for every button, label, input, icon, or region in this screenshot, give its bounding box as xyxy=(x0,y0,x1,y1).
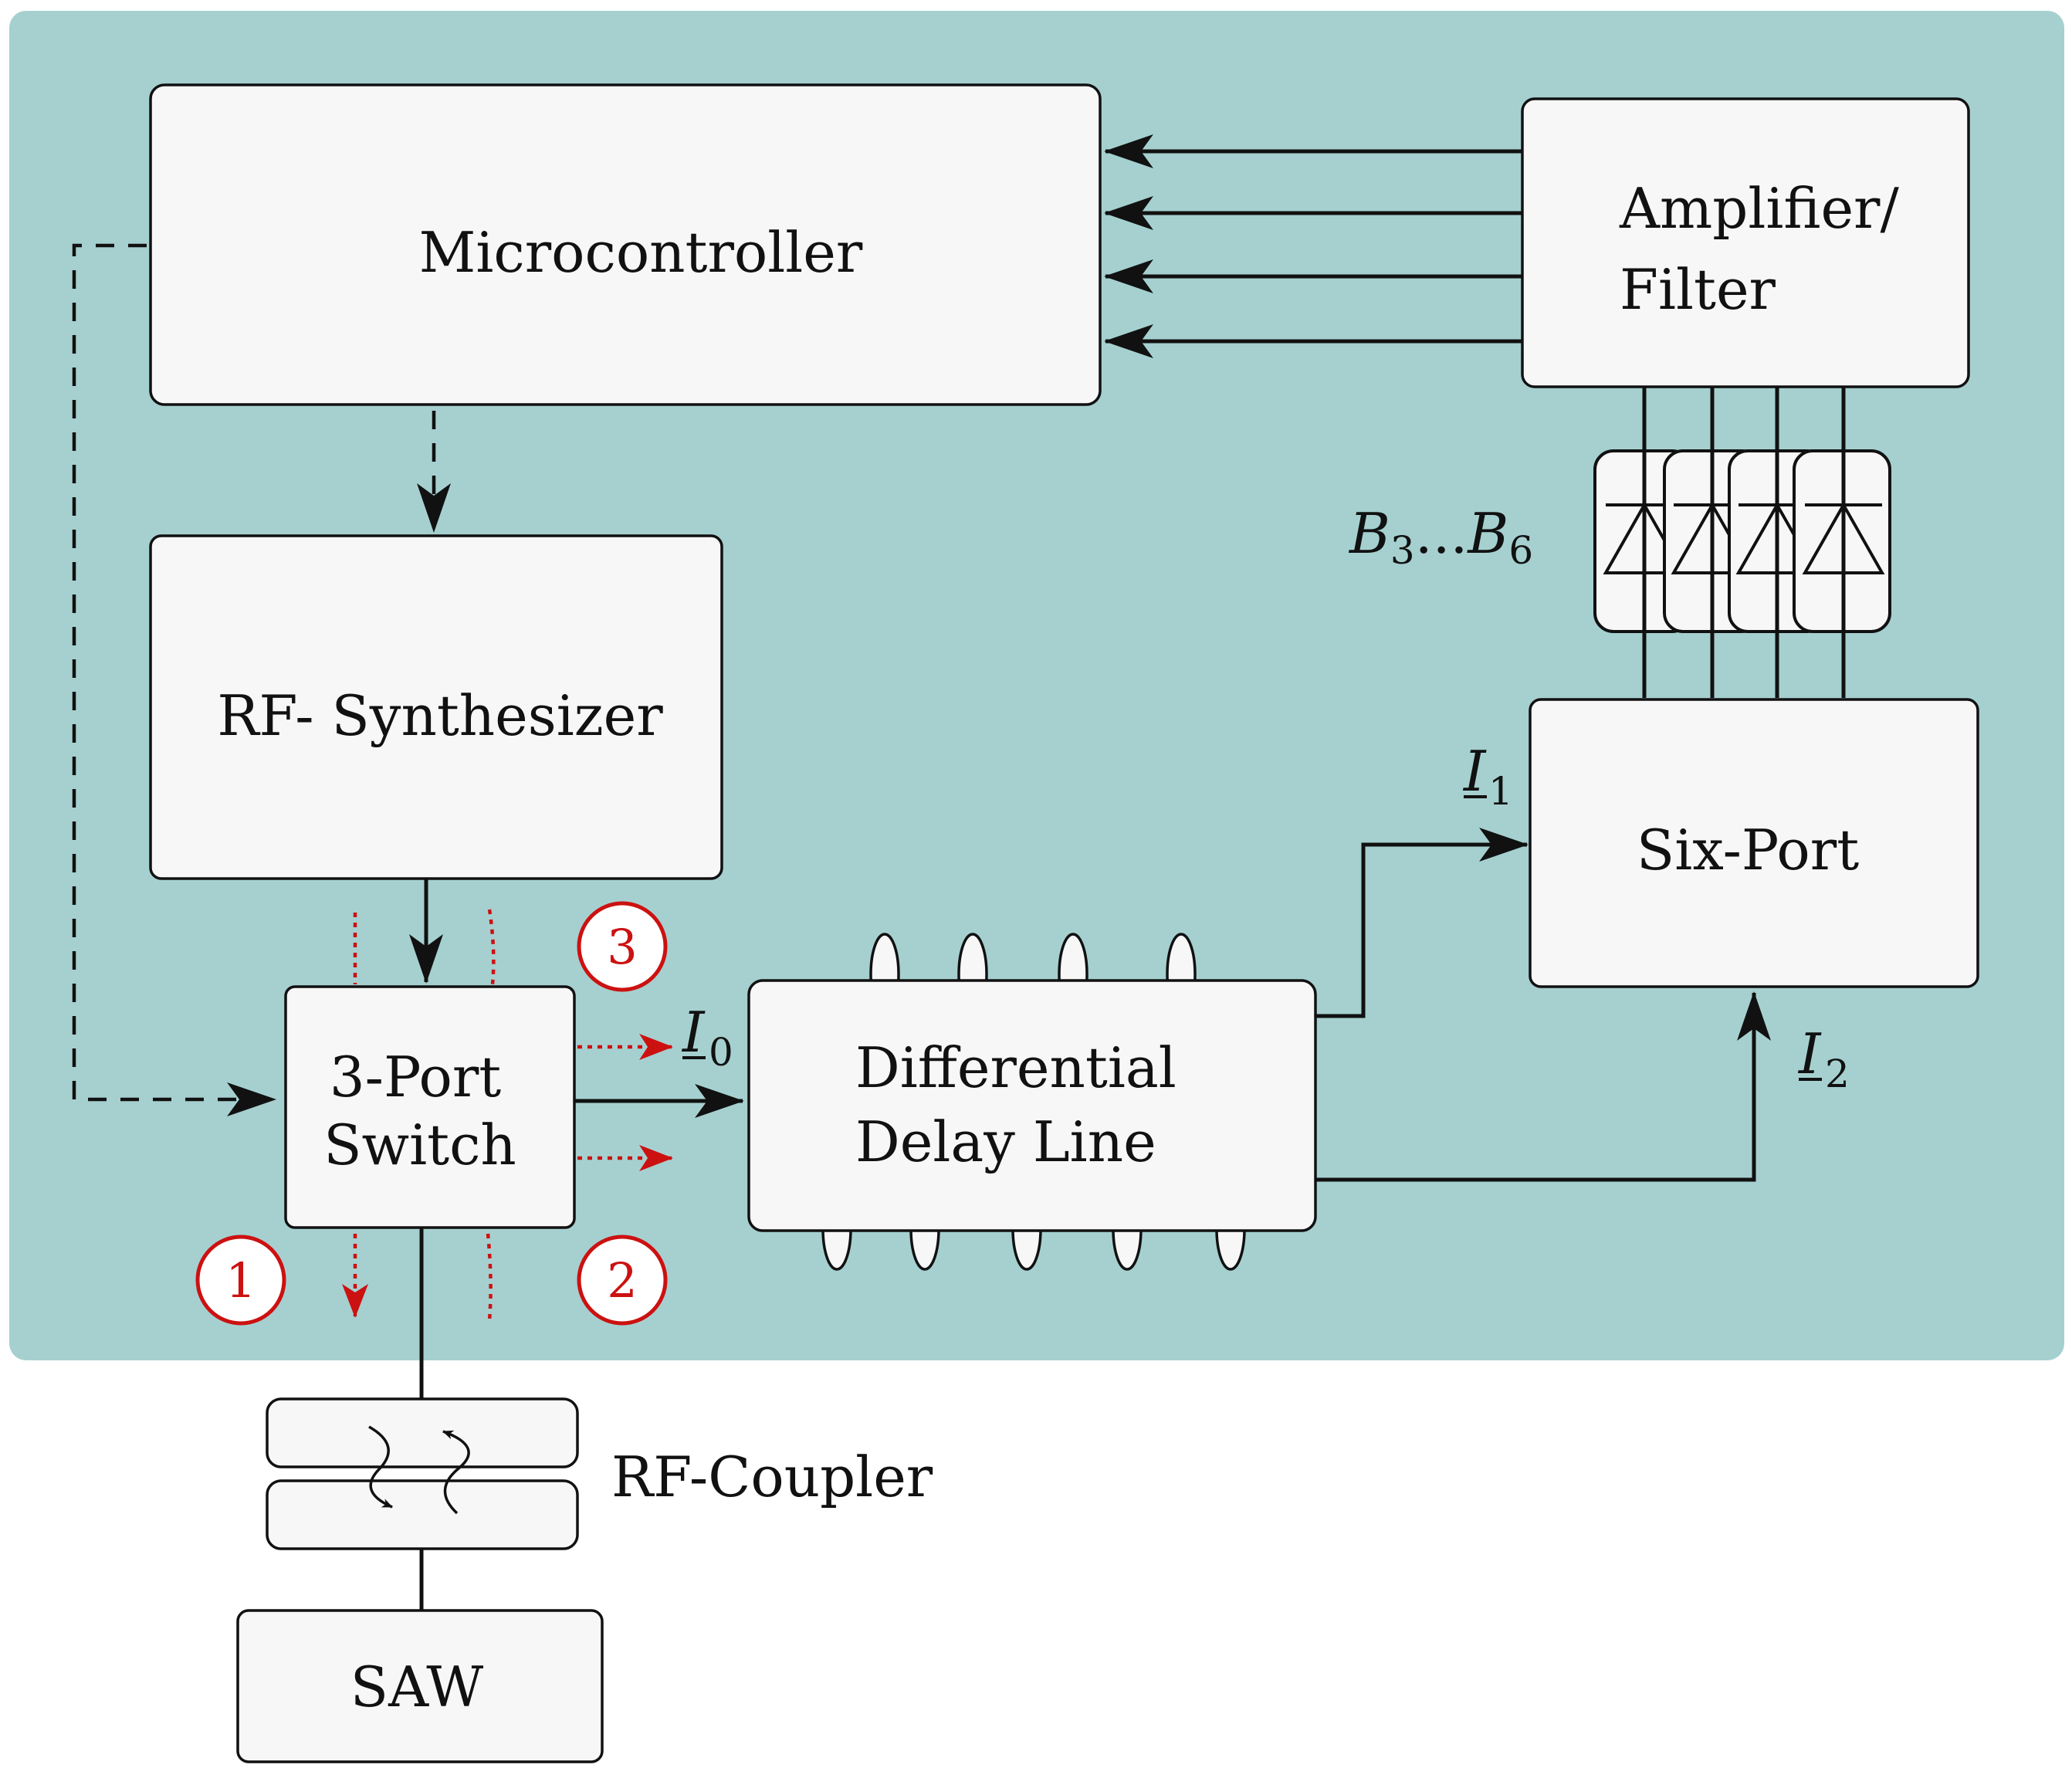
control-arrow-switch xyxy=(72,243,276,1116)
microcontroller-block: Microcontroller xyxy=(149,83,1102,406)
delay-to-sixport-i2 xyxy=(1315,991,1771,1182)
svg-text:I: I xyxy=(681,1000,706,1065)
coupling-arrow-up-icon xyxy=(442,1430,470,1515)
marker-1: 1 xyxy=(195,1235,286,1326)
signal-i2-label: I 2 xyxy=(1797,1021,1850,1096)
svg-text:1: 1 xyxy=(225,1252,256,1309)
delay-label-line2: Delay Line xyxy=(855,1109,1156,1174)
switch-label-line1: 3-Port xyxy=(330,1045,501,1109)
rf-coupler-label: RF-Coupler xyxy=(611,1445,933,1509)
differential-delay-line-block: Differential Delay Line xyxy=(747,979,1317,1232)
delay-label-line1: Differential xyxy=(855,1035,1177,1100)
svg-text:0: 0 xyxy=(709,1030,733,1075)
filter-label: Filter xyxy=(1620,257,1776,322)
six-port-block: Six-Port xyxy=(1529,698,1979,988)
signal-i1-label: I 1 xyxy=(1462,739,1513,814)
saw-label: SAW xyxy=(350,1655,483,1719)
svg-text:2: 2 xyxy=(1825,1052,1850,1096)
svg-text:I: I xyxy=(1797,1021,1822,1086)
switch-path-indicators xyxy=(342,909,673,1321)
switch-label-line2: Switch xyxy=(323,1113,516,1177)
amplifier-to-microcontroller-arrows xyxy=(1104,134,1522,358)
detector-range-label: B3...B6 xyxy=(1348,501,1533,573)
amplifier-filter-block: Amplifier/ Filter xyxy=(1521,97,1970,388)
six-port-label: Six-Port xyxy=(1637,818,1859,882)
rf-synthesizer-block: RF- Synthesizer xyxy=(149,534,723,880)
microcontroller-label: Microcontroller xyxy=(419,220,863,285)
rf-synthesizer-label: RF- Synthesizer xyxy=(217,683,663,748)
coupling-arrow-down-icon xyxy=(368,1425,393,1509)
svg-text:1: 1 xyxy=(1488,769,1513,814)
marker-3: 3 xyxy=(577,901,668,992)
rf-coupler-block xyxy=(266,1397,579,1550)
diode-detector-array xyxy=(1593,449,1891,633)
svg-text:I: I xyxy=(1462,739,1487,804)
delay-to-sixport-i1 xyxy=(1315,828,1529,1018)
svg-text:2: 2 xyxy=(607,1252,637,1309)
amplifier-label: Amplifier/ xyxy=(1619,176,1899,241)
diode-b6 xyxy=(1793,449,1891,633)
marker-2: 2 xyxy=(577,1235,668,1326)
signal-i0-label: I 0 xyxy=(681,1000,733,1075)
three-port-switch-block: 3-Port Switch xyxy=(284,985,576,1229)
saw-block: SAW xyxy=(236,1609,604,1763)
svg-text:3: 3 xyxy=(607,919,637,975)
